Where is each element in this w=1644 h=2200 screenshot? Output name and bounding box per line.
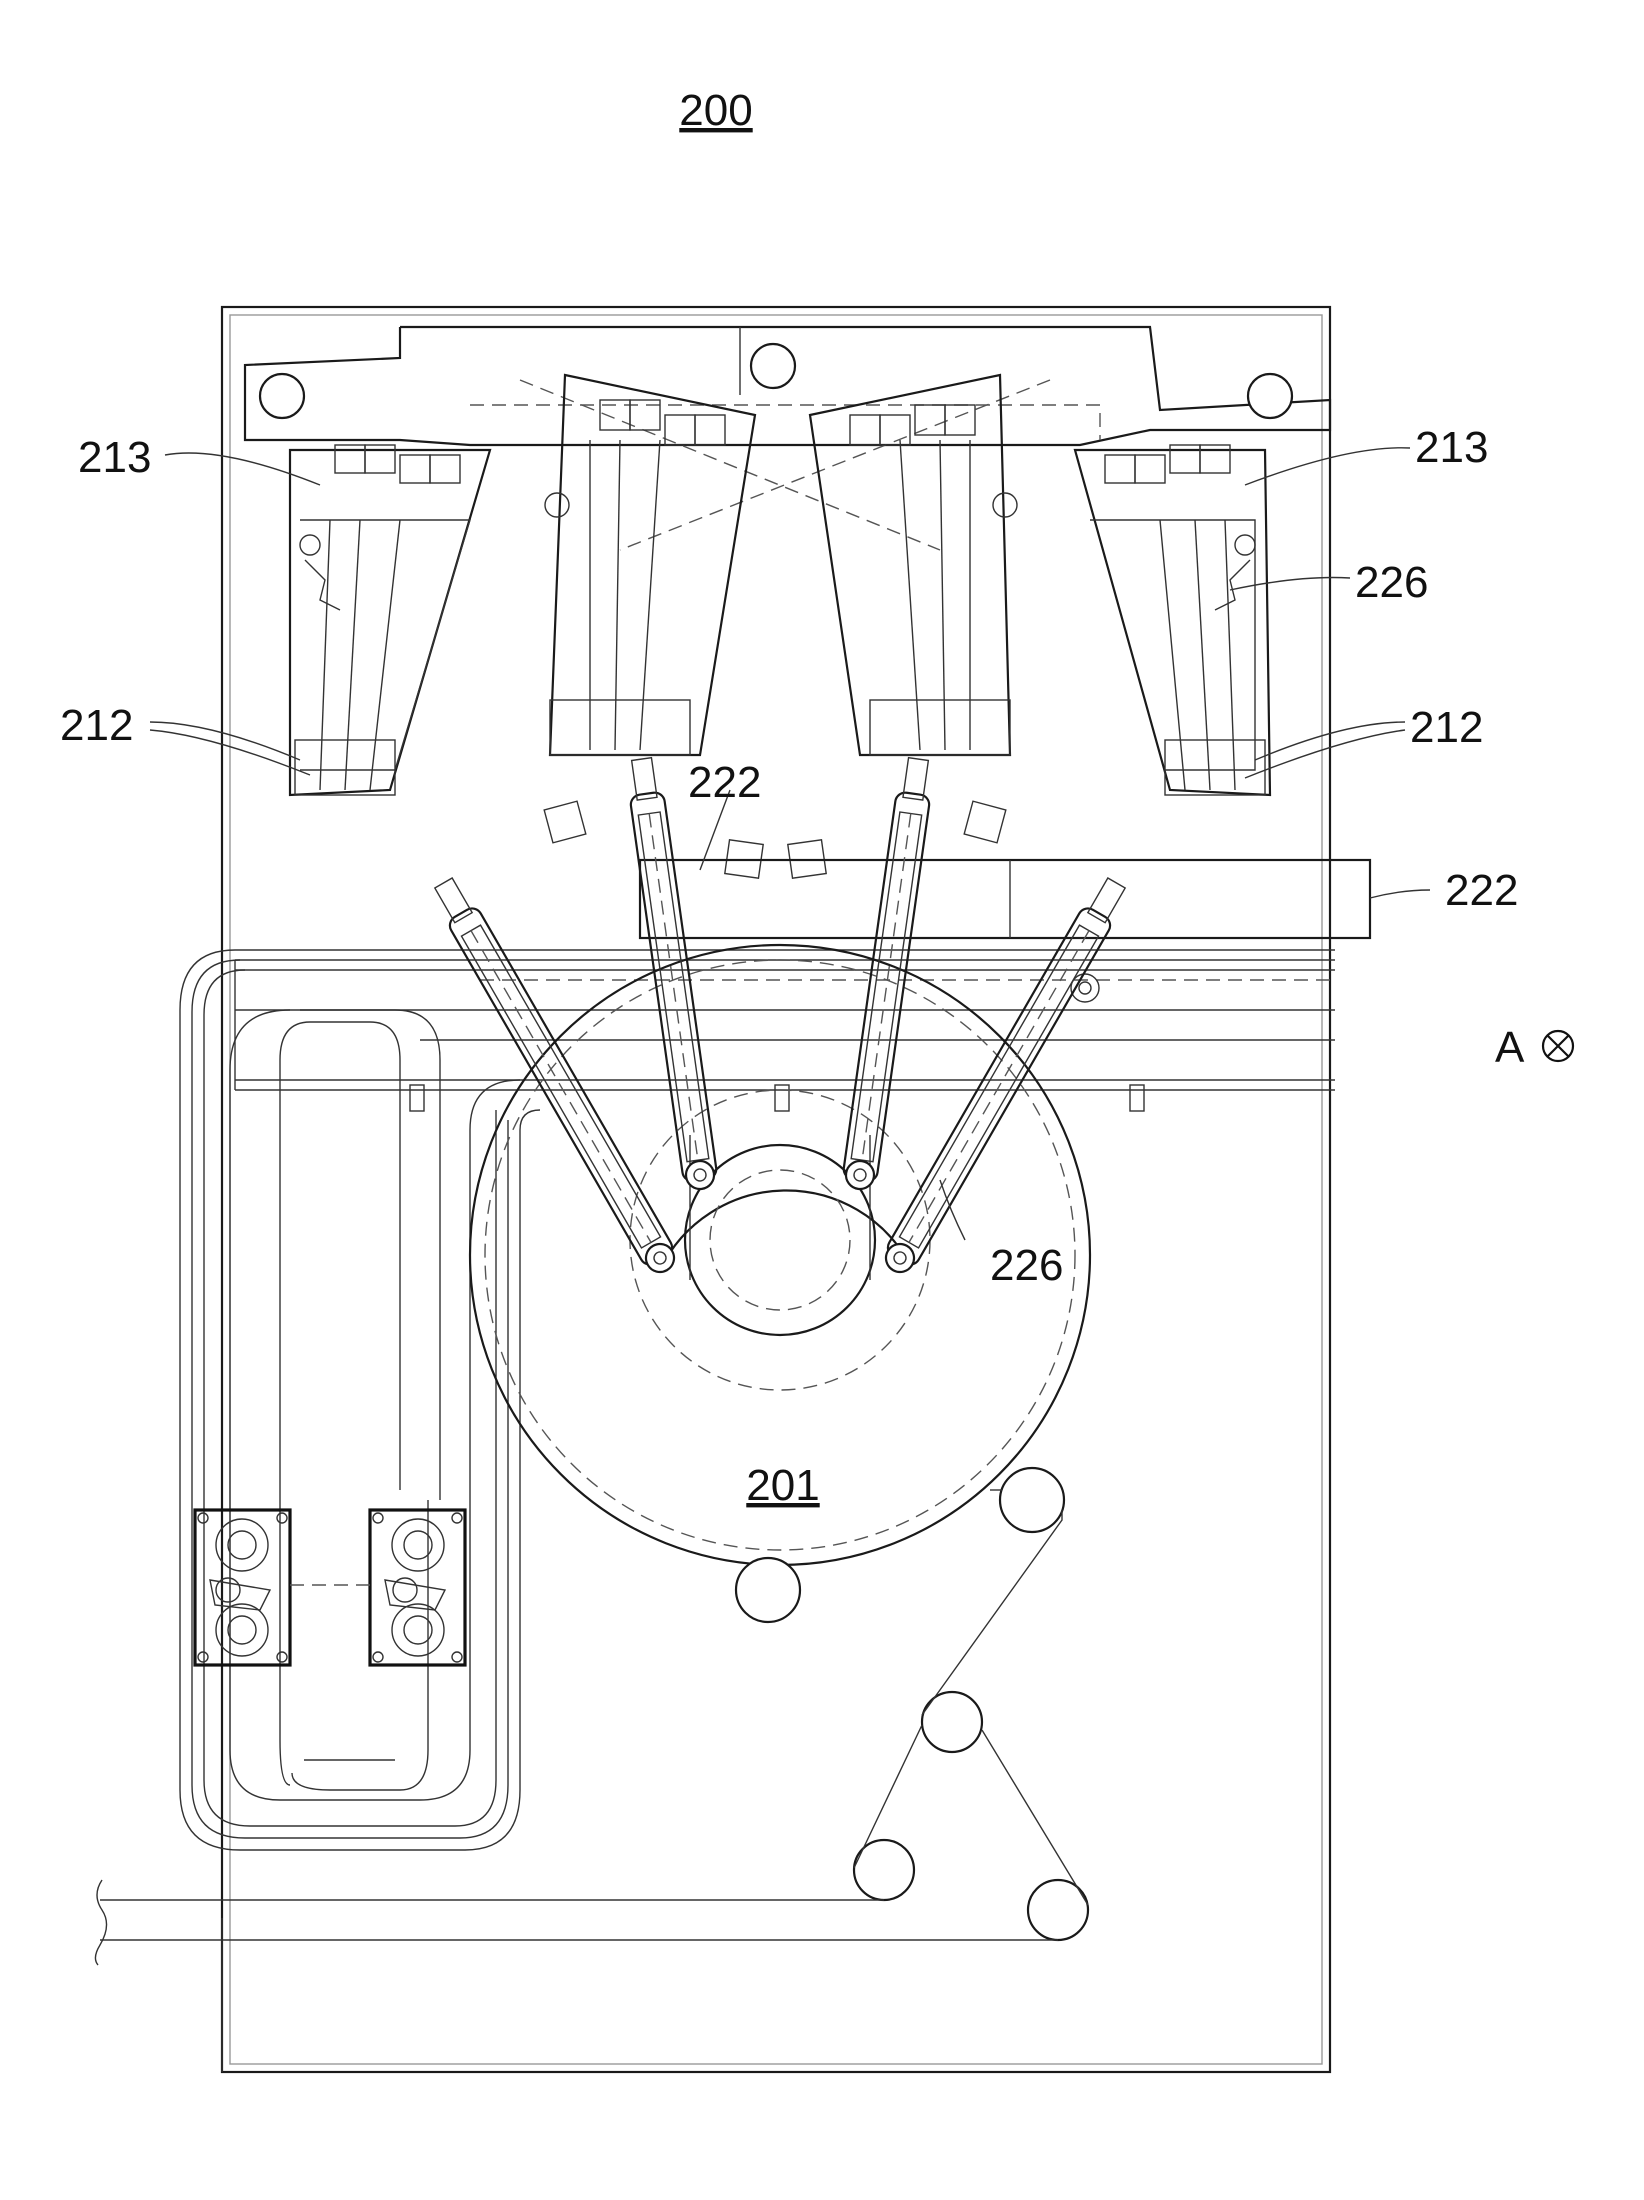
roller-drum-bottom: [736, 1558, 800, 1622]
figure-number: 200: [679, 86, 752, 135]
swing-arm-1: [429, 875, 682, 1279]
ref-226-upper: 226: [1355, 558, 1428, 607]
ref-212-left: 212: [60, 701, 133, 750]
mounting-hole-center: [751, 344, 795, 388]
drive-unit-right: [290, 1510, 465, 1665]
mounting-hole-left: [260, 374, 304, 418]
view-direction-label: A: [1495, 1023, 1525, 1072]
magazine-outer-right: [1075, 445, 1270, 795]
roller-upper-right: [1000, 1468, 1064, 1532]
mounting-hole-right: [1248, 374, 1292, 418]
top-carrier-plate: [245, 327, 1330, 550]
machine-frame: [222, 307, 1330, 2072]
ref-213-left: 213: [78, 433, 151, 482]
loop-conveyor: [180, 950, 540, 1850]
transfer-pads: [544, 801, 1006, 878]
guide-rail-222: [640, 860, 1370, 938]
drum-label: 201: [746, 1461, 819, 1510]
swing-arm-4: [878, 875, 1131, 1279]
magazine-outer-left: [290, 445, 490, 795]
ref-222-upper: 222: [688, 758, 761, 807]
ref-226-lower: 226: [990, 1241, 1063, 1290]
ref-222-right: 222: [1445, 866, 1518, 915]
swing-arm-3: [841, 757, 935, 1192]
ref-213-right: 213: [1415, 423, 1488, 472]
swing-arm-2: [625, 757, 719, 1192]
ref-212-right: 212: [1410, 703, 1483, 752]
drive-unit-left: [195, 1510, 290, 1665]
roller-middle: [922, 1692, 982, 1752]
circled-cross-icon: [1543, 1031, 1573, 1061]
magazine-inner-right: [810, 375, 1017, 755]
